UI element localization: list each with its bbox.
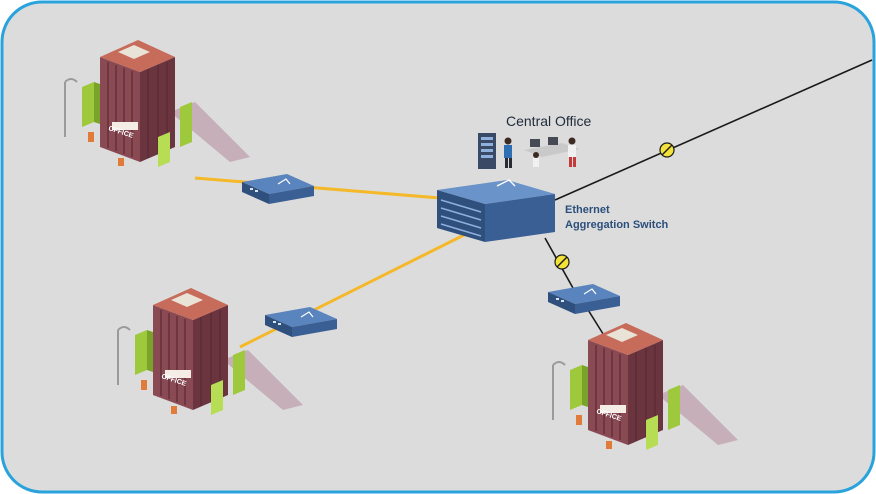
server-rack-icon	[478, 133, 496, 169]
aggregation-switch-icon	[437, 179, 555, 242]
aggregation-switch-label-line1: Ethernet	[565, 204, 610, 216]
people-at-desk-icon	[504, 137, 580, 168]
optical-splice-icon	[659, 142, 675, 158]
aggregation-switch-label-line2: Aggregation Switch	[565, 219, 669, 231]
central-office-label: Central Office	[506, 113, 592, 129]
optical-splice-icon	[554, 254, 570, 270]
